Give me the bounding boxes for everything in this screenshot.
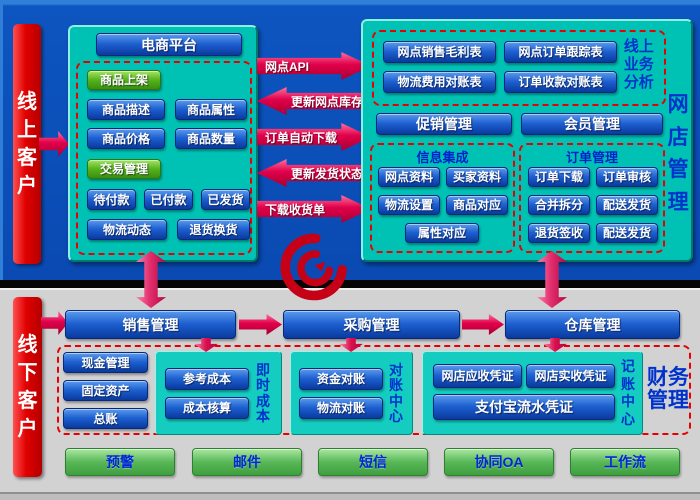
sync-arrow-order-download: 订单自动下载 <box>257 123 371 151</box>
logistics-reconciliation-button[interactable]: 物流对账 <box>299 397 383 419</box>
product-attribute-button[interactable]: 商品属性 <box>175 99 247 120</box>
ecommerce-dashed-group: 商品上架 商品描述 商品属性 商品价格 商品数量 交易管理 待付款 已付款 已发… <box>76 61 252 255</box>
order-management-dashed-group: 订单管理 订单下载 订单审核 合并拆分 配送发货 退货签收 配送发货 <box>519 143 665 253</box>
alert-button[interactable]: 预警 <box>65 448 175 476</box>
logistics-status-button[interactable]: 物流动态 <box>87 219 167 240</box>
purchase-to-warehouse-arrow-icon <box>462 314 504 335</box>
shipped-button[interactable]: 已发货 <box>201 189 250 210</box>
shop-data-button[interactable]: 网点资料 <box>378 167 440 187</box>
order-receipt-report-button[interactable]: 订单收款对账表 <box>504 71 617 93</box>
sales-management-button[interactable]: 销售管理 <box>65 310 236 339</box>
warehouse-management-button[interactable]: 仓库管理 <box>505 310 680 339</box>
shop-management-panel: 网点销售毛利表 网点订单跟踪表 物流费用对账表 订单收款对账表 线上业务分析 促… <box>361 19 693 262</box>
workflow-button[interactable]: 工作流 <box>570 448 680 476</box>
realtime-cost-label: 即时成本 <box>256 362 271 425</box>
offline-section: 线下客户 销售管理 采购管理 仓库管理 现金管理 固定资产 总账 参考成本 成本… <box>0 288 700 492</box>
sync-arrow-api-label: 网点API <box>265 59 310 74</box>
shop-received-voucher-button[interactable]: 网店实收凭证 <box>526 364 615 388</box>
order-review-button[interactable]: 订单审核 <box>596 167 658 187</box>
info-integration-title: 信息集成 <box>416 150 469 165</box>
fund-reconciliation-button[interactable]: 资金对账 <box>299 368 383 390</box>
online-section: 线上客户 电商平台 商品上架 商品描述 商品属性 商品价格 商品数量 交易管理 … <box>0 0 700 281</box>
ecommerce-platform-panel: 电商平台 商品上架 商品描述 商品属性 商品价格 商品数量 交易管理 待付款 已… <box>68 25 258 262</box>
shop-management-label: 网店管理 <box>667 93 689 214</box>
logistics-setting-button[interactable]: 物流设置 <box>378 195 440 215</box>
offline-customer-bar: 线下客户 <box>13 297 42 477</box>
reference-cost-button[interactable]: 参考成本 <box>165 368 249 390</box>
bottom-edge <box>0 492 700 500</box>
sync-arrow-ship-status-label: 更新发货状态 <box>290 166 363 181</box>
promotion-management-button[interactable]: 促销管理 <box>376 113 512 135</box>
sms-button[interactable]: 短信 <box>318 448 428 476</box>
sync-arrow-receipt-download-label: 下载收货单 <box>265 202 326 217</box>
order-download-button[interactable]: 订单下载 <box>528 167 590 187</box>
alipay-flow-voucher-button[interactable]: 支付宝流水凭证 <box>433 394 615 420</box>
online-analysis-dashed-group: 网点销售毛利表 网点订单跟踪表 物流费用对账表 订单收款对账表 线上业务分析 <box>372 30 666 106</box>
online-customer-bar: 线上客户 <box>13 24 41 264</box>
purchase-management-button[interactable]: 采购管理 <box>283 310 460 339</box>
sales-to-purchase-arrow-icon <box>239 314 282 335</box>
reconciliation-center-label: 对账中心 <box>389 362 404 425</box>
online-analysis-label: 线上业务分析 <box>623 38 654 91</box>
member-management-button[interactable]: 会员管理 <box>521 113 663 135</box>
shop-receivable-voucher-button[interactable]: 网店应收凭证 <box>433 364 522 388</box>
realtime-cost-box: 参考成本 成本核算 即时成本 <box>155 351 282 435</box>
email-button[interactable]: 邮件 <box>192 448 302 476</box>
fixed-assets-button[interactable]: 固定资产 <box>63 380 148 401</box>
general-ledger-button[interactable]: 总账 <box>63 408 148 429</box>
ecommerce-platform-button[interactable]: 电商平台 <box>96 33 242 56</box>
order-tracking-report-button[interactable]: 网点订单跟踪表 <box>504 41 617 63</box>
return-receipt-button[interactable]: 退货签收 <box>528 223 590 243</box>
reconciliation-box: 资金对账 物流对账 对账中心 <box>290 351 413 435</box>
sync-arrow-order-download-label: 订单自动下载 <box>265 130 338 145</box>
attribute-mapping-button[interactable]: 属性对应 <box>405 223 479 243</box>
info-integration-dashed-group: 信息集成 网点资料 买家资料 物流设置 商品对应 属性对应 <box>370 143 515 253</box>
voucher-box: 网店应收凭证 网店实收凭证 支付宝流水凭证 记账中心 <box>422 351 643 435</box>
buyer-data-button[interactable]: 买家资料 <box>446 167 508 187</box>
product-quantity-button[interactable]: 商品数量 <box>175 128 247 149</box>
section-divider <box>0 280 700 288</box>
delivery-shipping-button[interactable]: 配送发货 <box>596 195 658 215</box>
sync-arrow-ship-status: 更新发货状态 <box>257 159 371 187</box>
logistics-fee-report-button[interactable]: 物流费用对账表 <box>383 71 496 93</box>
sync-arrow-update-stock: 更新网点库存 <box>257 87 371 115</box>
sync-arrow-update-stock-label: 更新网点库存 <box>290 94 363 109</box>
sync-arrow-receipt-download: 下载收货单 <box>257 195 371 223</box>
paid-button[interactable]: 已付款 <box>144 189 193 210</box>
merge-split-button[interactable]: 合并拆分 <box>528 195 590 215</box>
cash-management-button[interactable]: 现金管理 <box>63 352 148 373</box>
collaboration-oa-button[interactable]: 协同OA <box>444 448 554 476</box>
bookkeeping-center-label: 记账中心 <box>621 358 636 427</box>
delivery-shipping-button-2[interactable]: 配送发货 <box>596 223 658 243</box>
product-description-button[interactable]: 商品描述 <box>87 99 165 120</box>
offline-customer-label: 线下客户 <box>17 334 38 440</box>
product-price-button[interactable]: 商品价格 <box>87 128 165 149</box>
product-mapping-button[interactable]: 商品对应 <box>446 195 508 215</box>
return-exchange-button[interactable]: 退货换货 <box>177 219 250 240</box>
sales-profit-report-button[interactable]: 网点销售毛利表 <box>383 41 496 63</box>
online-customer-label: 线上客户 <box>17 91 37 197</box>
phoenix-spiral-logo <box>280 233 347 301</box>
product-listing-button[interactable]: 商品上架 <box>87 70 161 90</box>
cost-accounting-button[interactable]: 成本核算 <box>165 397 249 419</box>
order-management-title: 订单管理 <box>565 150 618 165</box>
online-customer-arrow-icon <box>39 131 69 157</box>
pending-payment-button[interactable]: 待付款 <box>87 189 136 210</box>
finance-management-label: 财务管理 <box>647 366 690 413</box>
trade-management-button[interactable]: 交易管理 <box>87 159 161 179</box>
offline-customer-arrow-icon <box>41 311 68 335</box>
sync-arrow-api: 网点API <box>257 52 371 80</box>
